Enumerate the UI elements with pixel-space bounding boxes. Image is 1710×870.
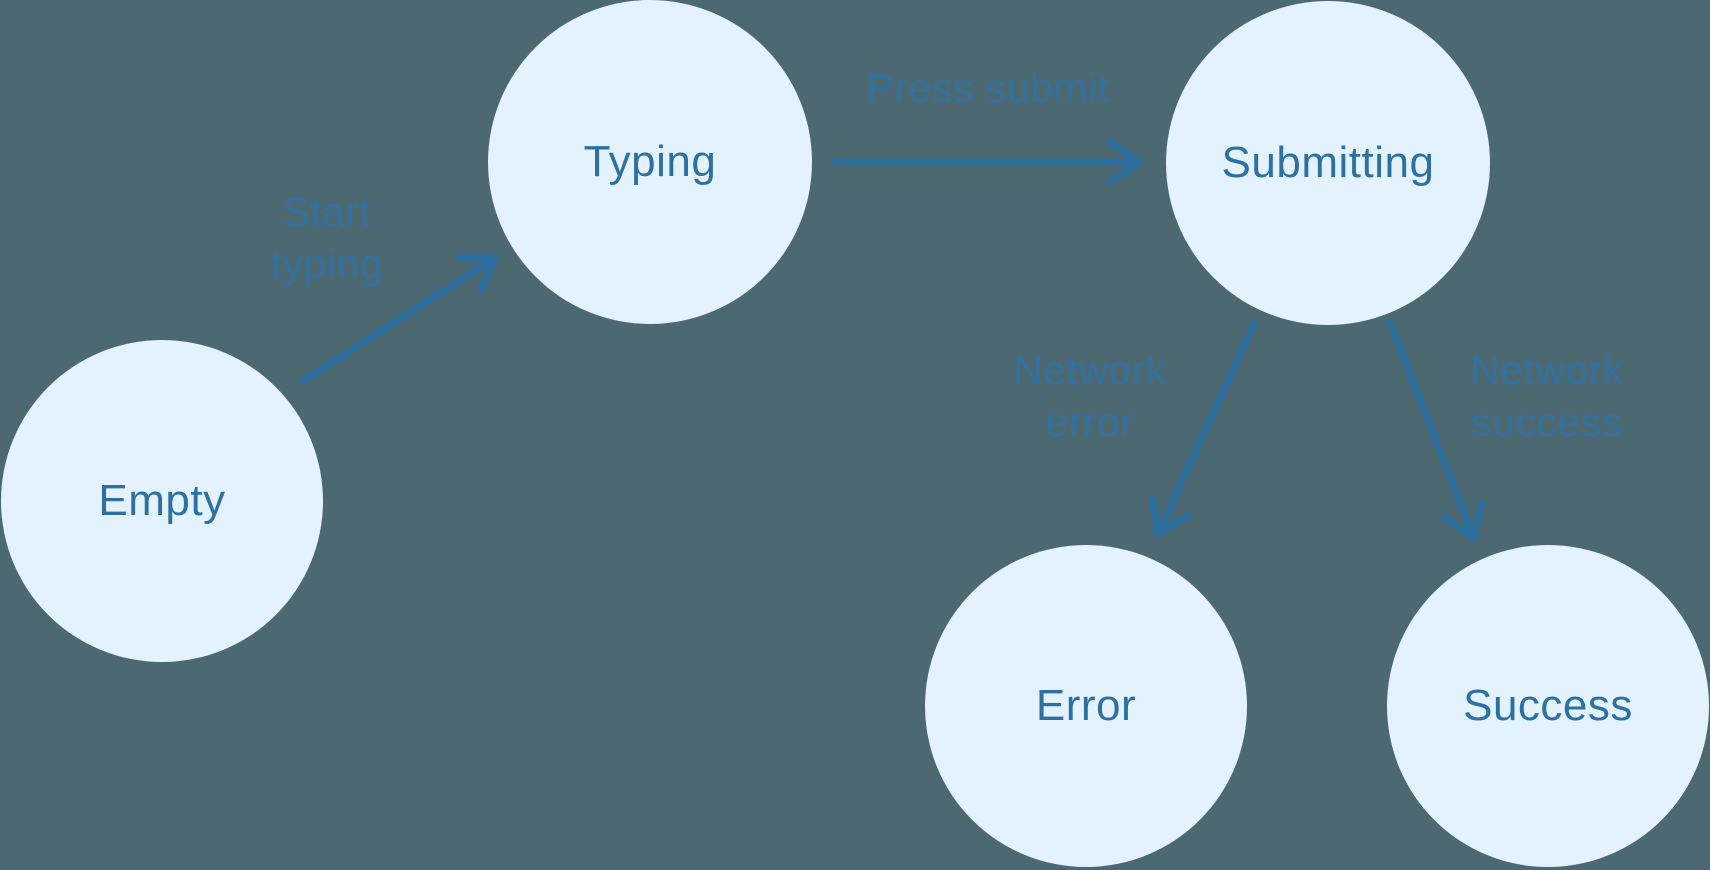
state-node-empty: Empty — [1, 340, 323, 662]
edge-label-network-success: Network success — [1470, 344, 1624, 448]
state-node-label-submitting: Submitting — [1221, 138, 1435, 187]
state-node-error: Error — [925, 545, 1247, 867]
edge-submitting-to-error-arrow — [1148, 320, 1258, 538]
edge-label-line: Start — [282, 189, 372, 235]
edge-label-network-error: Network error — [1013, 344, 1167, 448]
edge-label-line: Network — [1013, 347, 1167, 393]
edge-label-line: Network — [1470, 347, 1624, 393]
edge-label-line: Press submit — [866, 65, 1110, 111]
edge-label-line: typing — [270, 241, 384, 287]
state-node-label-success: Success — [1463, 681, 1633, 730]
state-node-submitting: Submitting — [1166, 1, 1490, 325]
edge-label-press-submit: Press submit — [867, 62, 1110, 114]
state-node-label-empty: Empty — [98, 476, 226, 525]
edge-submitting-to-success-arrow — [1386, 318, 1486, 542]
state-node-typing: Typing — [488, 0, 812, 324]
edge-label-line: error — [1045, 399, 1135, 445]
edge-label-line: success — [1471, 399, 1623, 445]
edge-label-start-typing: Start typing — [271, 186, 383, 290]
state-node-success: Success — [1387, 545, 1709, 867]
state-node-label-error: Error — [1035, 681, 1137, 730]
state-node-label-typing: Typing — [583, 137, 717, 186]
